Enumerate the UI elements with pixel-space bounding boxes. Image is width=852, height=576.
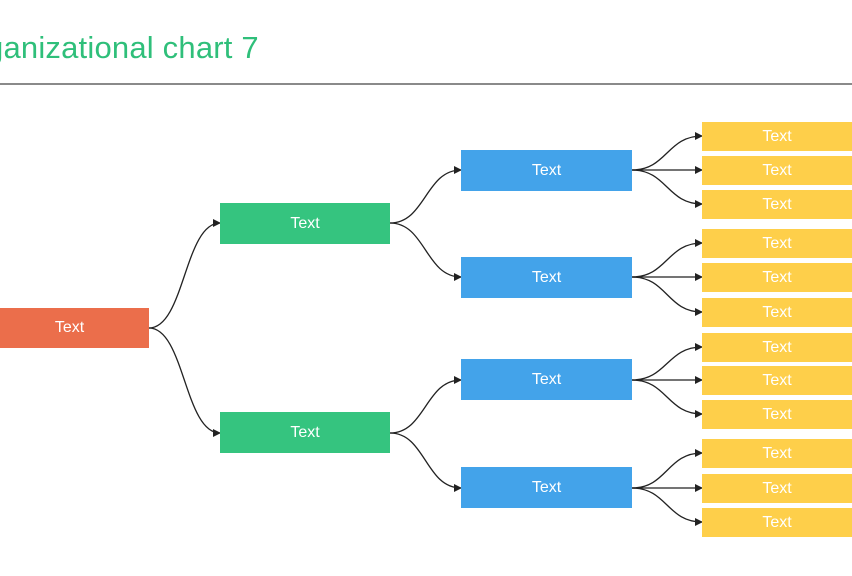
node-label: Text (762, 338, 792, 356)
connector-l1-2-to-l2-3 (389, 376, 462, 434)
node-label: Text (762, 268, 792, 286)
node-label: Text (762, 479, 792, 497)
node-label: Text (531, 161, 562, 179)
node-label: Text (762, 303, 792, 321)
leaf-node-1[interactable]: Text (702, 122, 852, 151)
node-label: Text (762, 444, 792, 462)
node-label: Text (762, 127, 792, 145)
connector-root-to-l1-1 (148, 219, 221, 329)
connector-l2-2-to-leaf-4 (631, 239, 703, 278)
connector-l1-1-to-l2-1 (389, 166, 462, 224)
node-label: Text (531, 370, 562, 388)
connector-l2-1-to-leaf-1 (631, 132, 703, 171)
leaf-node-5[interactable]: Text (702, 263, 852, 292)
connector-l2-3-to-leaf-7 (631, 343, 703, 381)
node-label: Text (531, 268, 562, 286)
connector-root-to-l1-2 (148, 327, 221, 437)
level2-node-1[interactable]: Text (461, 150, 632, 191)
root-node[interactable]: Text (0, 308, 149, 348)
connector-l1-2-to-l2-4 (389, 432, 462, 492)
leaf-node-2[interactable]: Text (702, 156, 852, 185)
node-label: Text (762, 513, 792, 531)
level1-node-1[interactable]: Text (220, 203, 390, 244)
node-label: Text (290, 214, 320, 232)
leaf-node-6[interactable]: Text (702, 298, 852, 327)
node-label: Text (54, 319, 85, 336)
leaf-node-10[interactable]: Text (702, 439, 852, 468)
leaf-node-11[interactable]: Text (702, 474, 852, 503)
node-label: Text (531, 478, 562, 496)
node-label: Text (762, 161, 792, 179)
node-label: Text (762, 195, 792, 213)
level1-node-2[interactable]: Text (220, 412, 390, 453)
node-label: Text (762, 371, 792, 389)
node-label: Text (762, 234, 792, 252)
level2-node-2[interactable]: Text (461, 257, 632, 298)
leaf-node-9[interactable]: Text (702, 400, 852, 429)
page-title: ganizational chart 7 (0, 30, 259, 65)
node-label: Text (290, 423, 320, 441)
connector-l2-4-to-leaf-12 (631, 487, 703, 526)
leaf-node-3[interactable]: Text (702, 190, 852, 219)
connector-l2-3-to-leaf-9 (631, 379, 703, 418)
node-label: Text (762, 405, 792, 423)
connector-l2-1-to-leaf-3 (631, 169, 703, 208)
level2-node-4[interactable]: Text (461, 467, 632, 508)
connector-l2-4-to-leaf-10 (631, 449, 703, 489)
title-divider (0, 83, 852, 85)
leaf-node-12[interactable]: Text (702, 508, 852, 537)
level2-node-3[interactable]: Text (461, 359, 632, 400)
leaf-node-4[interactable]: Text (702, 229, 852, 258)
leaf-node-8[interactable]: Text (702, 366, 852, 395)
leaf-node-7[interactable]: Text (702, 333, 852, 362)
connector-l1-1-to-l2-2 (389, 222, 462, 281)
connector-l2-2-to-leaf-6 (631, 276, 703, 316)
